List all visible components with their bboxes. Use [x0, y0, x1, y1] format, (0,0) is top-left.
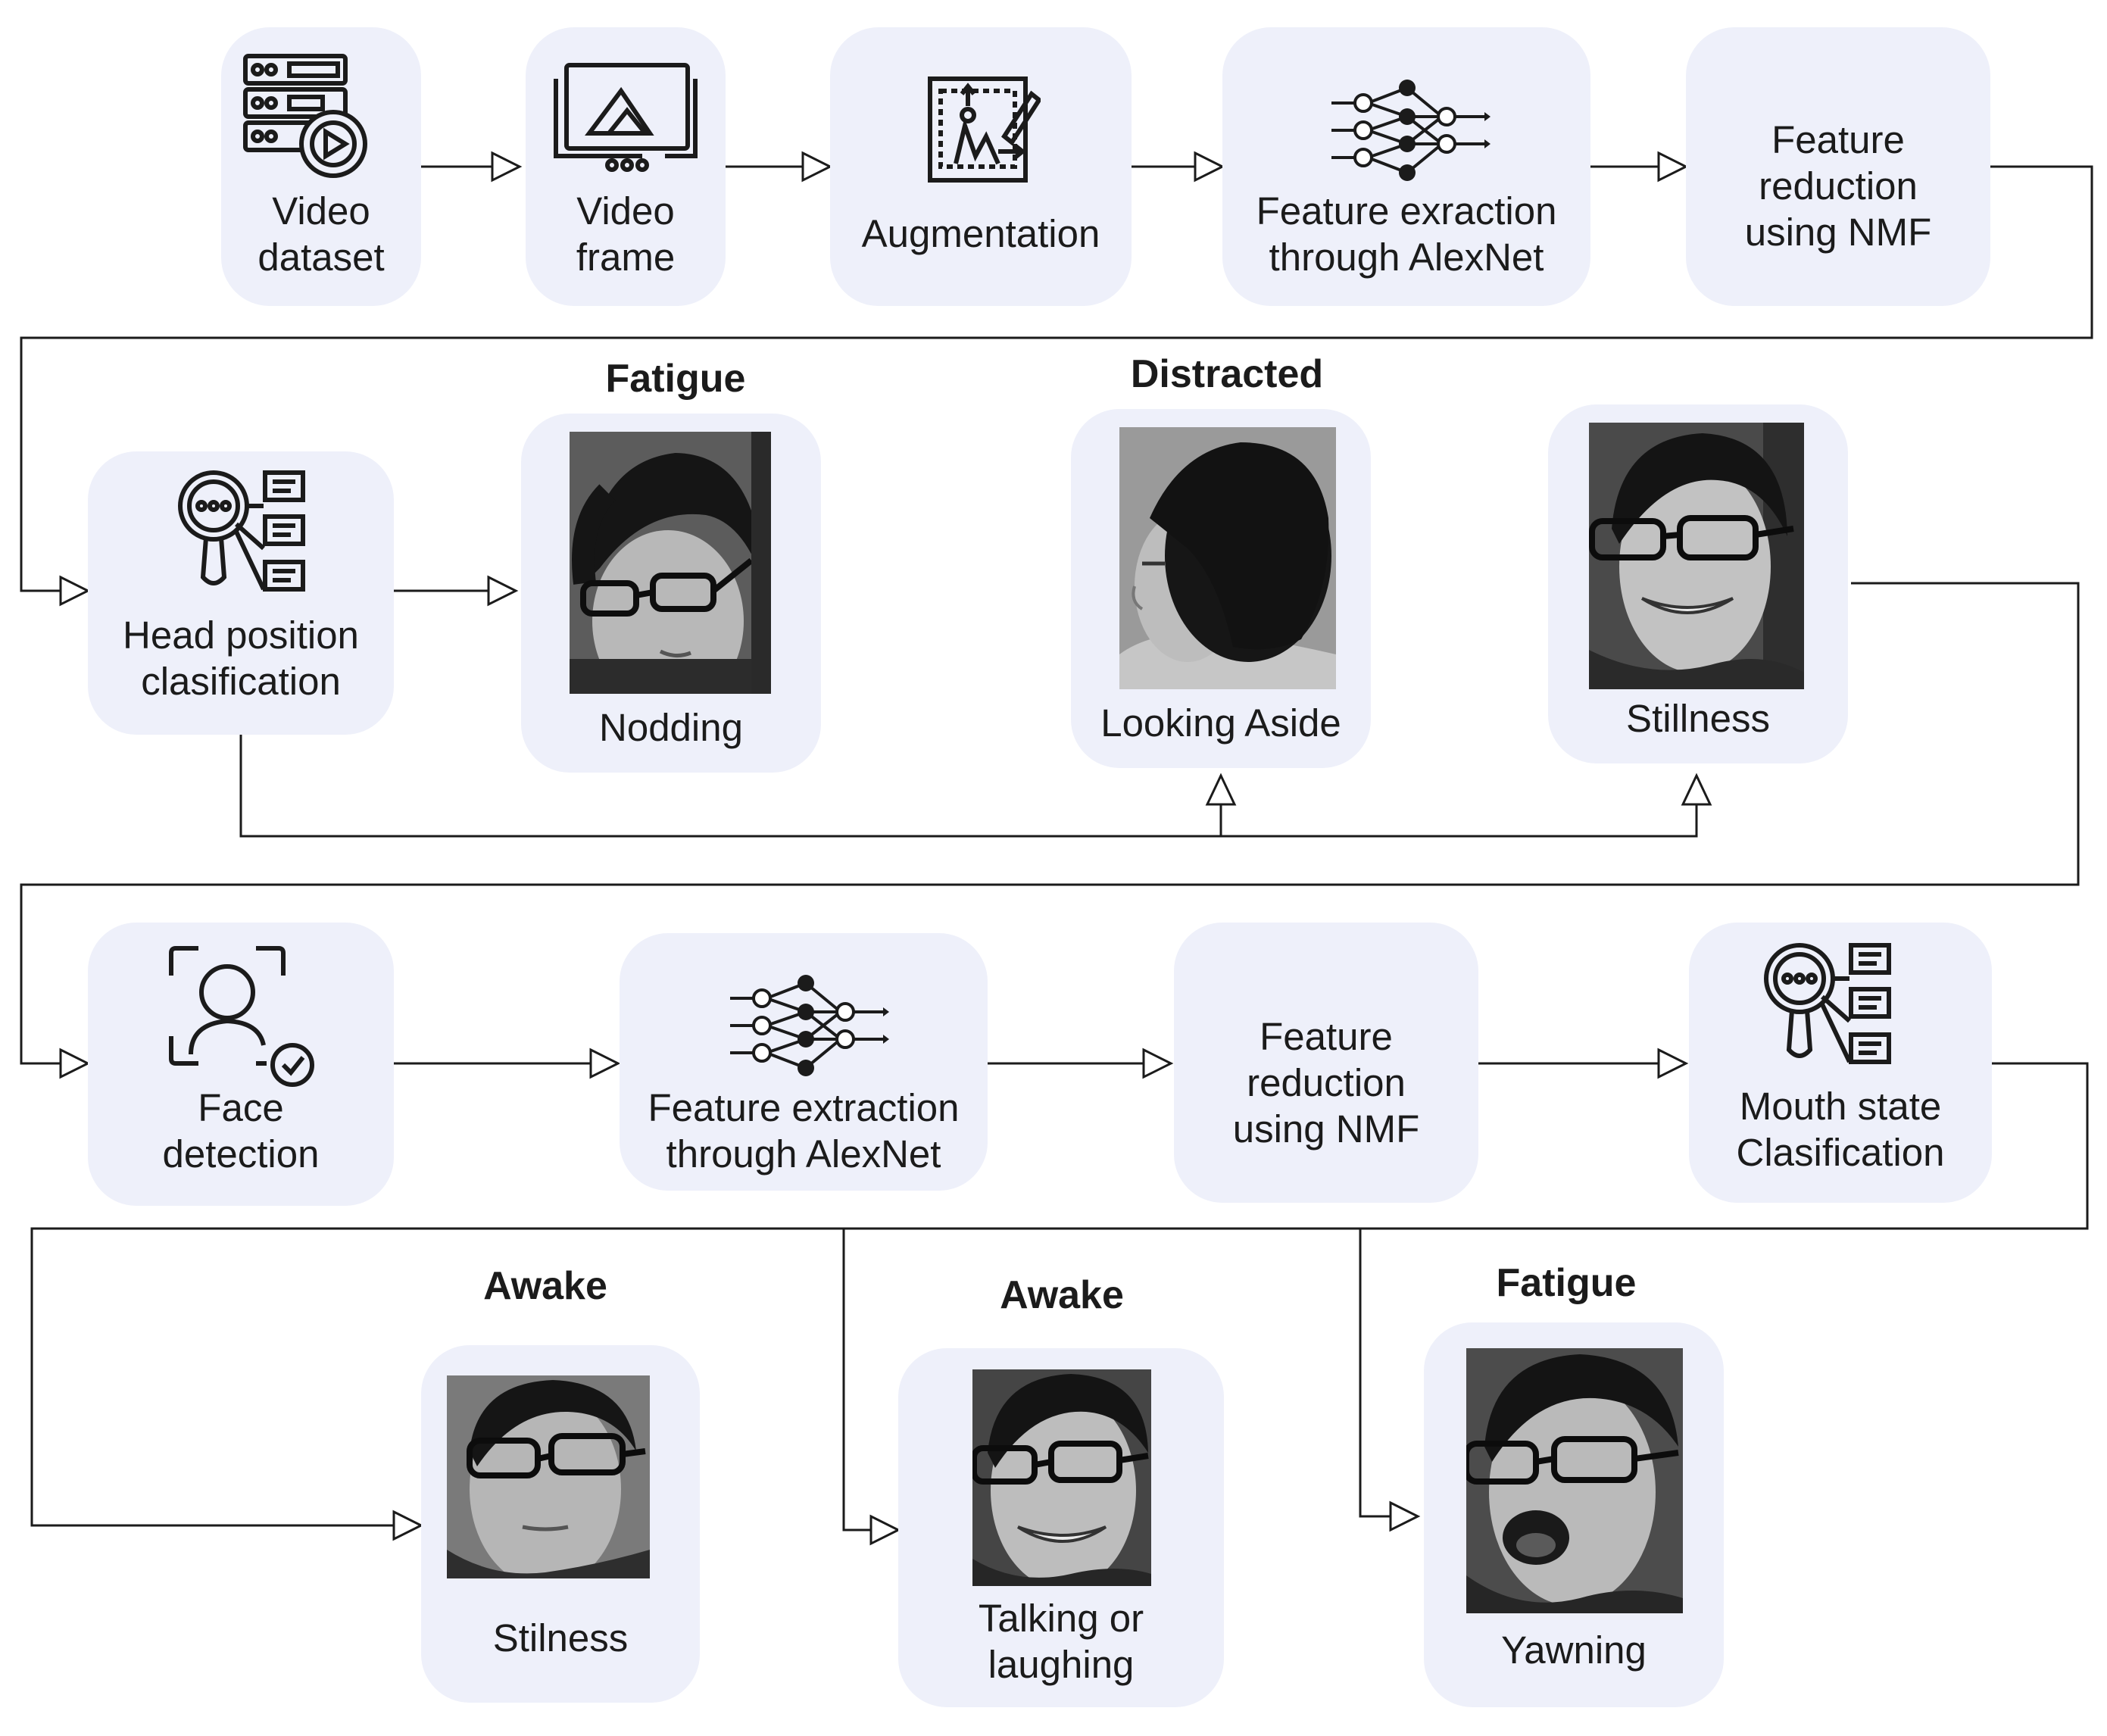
looking-aside-label: Looking Aside: [1100, 701, 1341, 745]
face-detection-icon: [168, 945, 317, 1089]
neural-network-icon: [1328, 79, 1491, 182]
yawning-label: Yawning: [1501, 1628, 1647, 1672]
arrowhead: [59, 1048, 91, 1079]
connector-to-yawning: [1359, 1229, 1391, 1518]
classification-icon: [176, 464, 309, 592]
connector-head-to-aside-stillness: [239, 735, 1698, 838]
face-photo-stilness: [447, 1375, 650, 1578]
arrowhead: [1681, 773, 1712, 806]
video-dataset-icon: [241, 50, 370, 179]
connector-row3-to-row4: [30, 1062, 2089, 1527]
arrowhead: [392, 1510, 424, 1541]
feature-reduction-box: [1686, 27, 1990, 306]
stilness-label: Stilness: [492, 1616, 629, 1660]
face-photo-looking-aside: [1119, 427, 1336, 689]
head-position-label: Head position clasification: [123, 614, 359, 703]
video-dataset-label: Video dataset: [258, 189, 385, 279]
feature-extraction-2-label: Feature extraction through AlexNet: [648, 1086, 960, 1176]
arrowhead: [1194, 151, 1225, 183]
connector-row2-to-row3: [20, 582, 2080, 1065]
face-photo-yawning: [1466, 1348, 1683, 1613]
feature-reduction-2-label: Feature reduction using NMF: [1232, 1015, 1420, 1151]
classification-icon: [1762, 936, 1895, 1065]
video-frame-label: Video frame: [576, 189, 676, 279]
mouth-state-box: [1689, 923, 1992, 1203]
connector-row1-to-row2: [20, 165, 2093, 592]
feature-extraction-label: Feature exraction through AlexNet: [1256, 189, 1557, 279]
fatigue-category-label: Fatigue: [605, 357, 746, 401]
face-detection-label: Face detection: [162, 1086, 320, 1176]
arrowhead: [869, 1514, 901, 1546]
face-photo-talking: [972, 1369, 1151, 1586]
stillness-label: Stillness: [1626, 697, 1770, 740]
augmentation-label: Augmentation: [861, 212, 1100, 255]
distracted-category-label: Distracted: [1130, 352, 1324, 396]
arrowhead: [59, 575, 91, 607]
arrowhead: [1389, 1500, 1421, 1532]
awake-category-label-2: Awake: [1000, 1273, 1124, 1317]
video-frame-icon: [551, 61, 700, 174]
feature-reduction-2-box: [1174, 923, 1478, 1203]
nodding-label: Nodding: [599, 706, 743, 749]
video-frame-box: [526, 27, 726, 306]
feature-reduction-label: Feature reduction using NMF: [1744, 118, 1932, 254]
arrowhead: [801, 151, 833, 183]
arrowhead: [487, 575, 519, 607]
face-photo-stillness: [1589, 423, 1804, 689]
augmentation-icon: [926, 73, 1041, 185]
arrowhead: [1657, 151, 1689, 183]
arrowhead: [1142, 1048, 1174, 1079]
head-position-box: [88, 451, 394, 735]
face-photo-nodding: [570, 432, 771, 694]
mouth-state-label: Mouth state Clasification: [1736, 1085, 1945, 1174]
arrowhead: [491, 151, 523, 183]
awake-category-label: Awake: [483, 1264, 607, 1308]
fatigue-category-label-2: Fatigue: [1496, 1261, 1637, 1305]
arrowhead: [589, 1048, 621, 1079]
talking-label: Talking or laughing: [978, 1597, 1144, 1686]
arrowhead: [1205, 773, 1237, 806]
neural-network-icon: [727, 974, 889, 1077]
arrowhead: [1657, 1048, 1689, 1079]
connector-to-talking: [842, 1229, 871, 1531]
